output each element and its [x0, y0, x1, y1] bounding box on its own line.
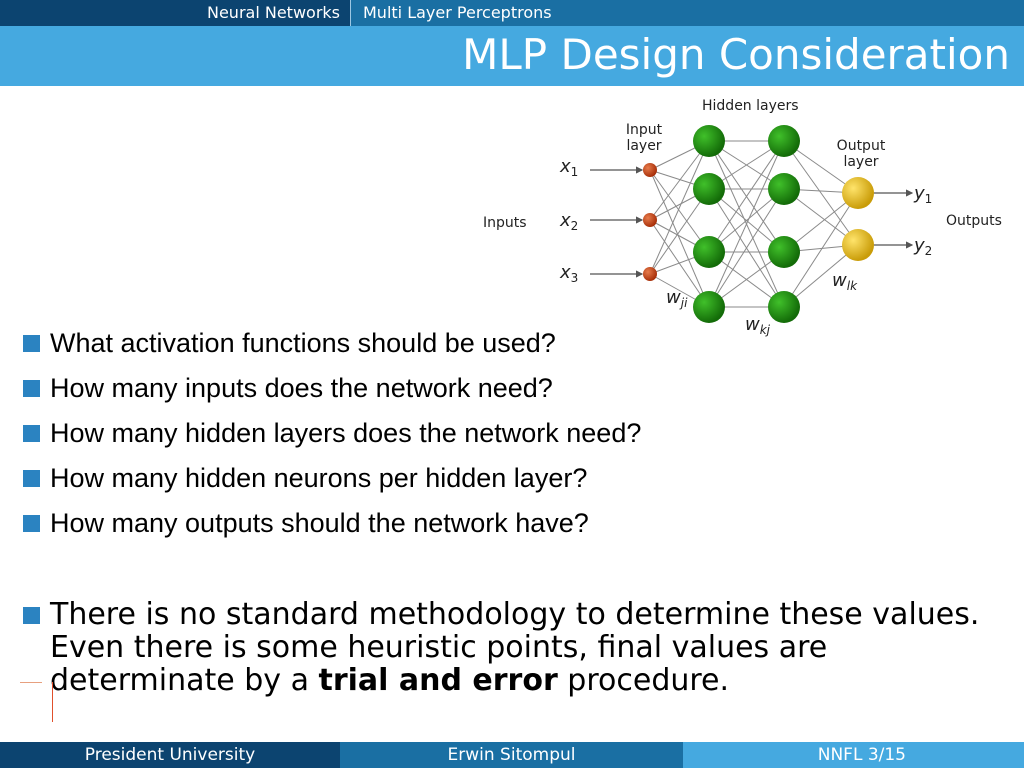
- input-arrows: [590, 166, 644, 278]
- decorative-dash: [20, 682, 42, 683]
- output-node-2: [842, 229, 874, 261]
- footer-bar: President University Erwin Sitompul NNFL…: [0, 742, 1024, 768]
- input-node-1: [643, 163, 657, 177]
- connection-line: [708, 188, 785, 308]
- hidden2-node-3: [768, 236, 800, 268]
- methodology-note: There is no standard methodology to dete…: [20, 598, 1010, 697]
- hidden1-node-3: [693, 236, 725, 268]
- hidden2-node-2: [768, 173, 800, 205]
- question-text: How many outputs should the network have…: [50, 508, 589, 538]
- footer-author: Erwin Sitompul: [340, 742, 683, 768]
- question-text: How many hidden layers does the network …: [50, 418, 642, 448]
- title-bar: MLP Design Consideration: [0, 26, 1024, 86]
- output-layer-nodes: [842, 177, 874, 261]
- hidden1-node-1: [693, 125, 725, 157]
- x1-label: x1: [559, 156, 578, 179]
- bullet-square-icon: [23, 515, 40, 532]
- design-questions-list: What activation functions should be used…: [20, 326, 1020, 551]
- bullet-square-icon: [23, 425, 40, 442]
- input-node-3: [643, 267, 657, 281]
- footer-page-number: NNFL 3/15: [683, 742, 1024, 768]
- input-layer-nodes: [643, 163, 657, 281]
- question-text: What activation functions should be used…: [50, 328, 556, 358]
- question-text: How many hidden neurons per hidden layer…: [50, 463, 588, 493]
- nav-section-multi-layer-perceptrons[interactable]: Multi Layer Perceptrons: [350, 0, 1024, 26]
- output-node-1: [842, 177, 874, 209]
- hidden-layer-2-nodes: [768, 125, 800, 323]
- weight-wlk-label: wlk: [832, 270, 858, 293]
- hidden2-node-1: [768, 125, 800, 157]
- connection-line: [783, 140, 859, 246]
- x3-label: x3: [559, 262, 578, 285]
- note-text-bold: trial and error: [318, 663, 558, 698]
- hidden1-node-4: [693, 291, 725, 323]
- connection-line: [649, 169, 710, 253]
- weight-wji-label: wji: [666, 287, 688, 310]
- inputs-label: Inputs: [483, 215, 527, 231]
- connection-line: [783, 244, 859, 308]
- connection-line: [649, 169, 710, 308]
- connection-line: [783, 192, 859, 308]
- list-item: How many outputs should the network have…: [20, 506, 1020, 551]
- list-item: How many inputs does the network need?: [20, 371, 1020, 416]
- connection-line: [708, 188, 785, 253]
- slide-title: MLP Design Consideration: [462, 30, 1010, 79]
- footer-university: President University: [0, 742, 340, 768]
- bullet-square-icon: [23, 470, 40, 487]
- nav-section-neural-networks[interactable]: Neural Networks: [0, 0, 350, 26]
- bullet-square-icon: [23, 335, 40, 352]
- list-item: How many hidden neurons per hidden layer…: [20, 461, 1020, 506]
- decorative-line: [52, 682, 53, 722]
- hidden2-node-4: [768, 291, 800, 323]
- outputs-label: Outputs: [946, 213, 1002, 229]
- connection-line: [708, 140, 785, 253]
- list-item: How many hidden layers does the network …: [20, 416, 1020, 461]
- x2-label: x2: [559, 210, 578, 233]
- list-item: What activation functions should be used…: [20, 326, 1020, 371]
- hidden1-node-2: [693, 173, 725, 205]
- note-text-after: procedure.: [557, 663, 730, 698]
- bullet-square-icon: [23, 380, 40, 397]
- hidden-layer-1-nodes: [693, 125, 725, 323]
- bullet-square-icon: [23, 607, 40, 624]
- y2-label: y2: [913, 235, 932, 258]
- input-node-2: [643, 213, 657, 227]
- question-text: How many inputs does the network need?: [50, 373, 553, 403]
- top-navigation-bar: Neural Networks Multi Layer Perceptrons: [0, 0, 1024, 26]
- connection-line: [649, 140, 710, 221]
- connection-line: [649, 140, 710, 275]
- note-text-before: There is no standard methodology to dete…: [50, 597, 980, 698]
- connection-line: [649, 188, 710, 275]
- y1-label: y1: [913, 183, 932, 206]
- output-arrows: [874, 189, 914, 249]
- hidden-layers-label: Hidden layers: [702, 98, 799, 114]
- connection-line: [708, 140, 785, 308]
- connection-lines: [649, 140, 859, 308]
